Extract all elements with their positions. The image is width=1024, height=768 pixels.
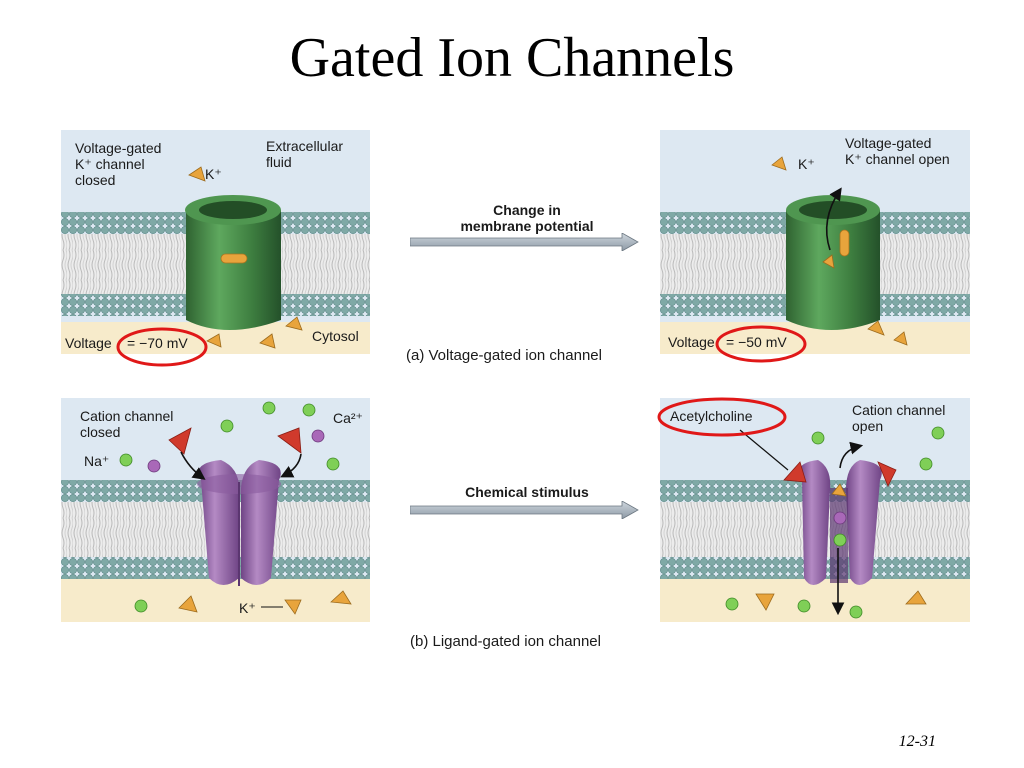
- cytosol-label: Cytosol: [312, 328, 359, 344]
- acetylcholine-label: Acetylcholine: [670, 408, 753, 424]
- ligand-gated-open-illustration: [660, 398, 970, 622]
- sodium-ions: [725, 426, 945, 619]
- ligand-gated-closed-illustration: [61, 398, 370, 622]
- potassium-ions: [178, 590, 352, 615]
- voltage-value: = −70 mV: [127, 335, 188, 351]
- panel-ligand-gated-open: Acetylcholine Cation channel open: [660, 398, 970, 622]
- channel-state-label: Cation channel open: [852, 402, 946, 434]
- caption-b: (b) Ligand-gated ion channel: [410, 633, 601, 650]
- k-ion-legend-label: K⁺: [798, 156, 815, 172]
- arrow-b-label: Chemical stimulus: [465, 484, 589, 500]
- cation-channel-open: [799, 460, 882, 585]
- ion-flow-arrow: [825, 187, 842, 251]
- voltage-gated-open-illustration: [660, 130, 970, 354]
- highlight-ring-acetylcholine: [657, 397, 787, 437]
- acetylcholine-ligands: [168, 427, 302, 455]
- voltage-sensor-icon: [839, 229, 850, 257]
- voltage-value: = −50 mV: [726, 334, 787, 350]
- arrow-a-icon: [410, 233, 639, 251]
- calcium-label: Ca²⁺: [333, 410, 363, 426]
- voltage-sensor-icon: [220, 253, 248, 264]
- slide-number: 12-31: [898, 733, 936, 750]
- k-channel-open: [786, 187, 880, 330]
- k-ion-legend-label: K⁺: [205, 166, 222, 182]
- potassium-label: K⁺: [239, 600, 256, 616]
- channel-state-label: Cation channel closed: [80, 408, 174, 440]
- voltage-gated-closed-illustration: [61, 130, 370, 354]
- arrow-b-icon: [410, 501, 639, 519]
- caption-a: (a) Voltage-gated ion channel: [406, 347, 602, 364]
- panel-voltage-gated-closed: Voltage-gated K⁺ channel closed Extracel…: [61, 130, 370, 354]
- channel-state-label: Voltage-gated K⁺ channel open: [845, 135, 950, 167]
- slide-title: Gated Ion Channels: [289, 27, 735, 89]
- channel-state-label: Voltage-gated K⁺ channel closed: [75, 140, 162, 188]
- panel-ligand-gated-closed: Cation channel closed Na⁺ Ca²⁺ K⁺: [61, 398, 370, 622]
- cation-channel-closed: [197, 460, 281, 586]
- acetylcholine-ligands: [783, 461, 897, 487]
- arrow-a-label: Change in membrane potential: [460, 202, 594, 234]
- potassium-ions: [771, 156, 908, 346]
- calcium-ions: [147, 429, 325, 473]
- k-channel-closed: [185, 195, 281, 330]
- voltage-label: Voltage: [668, 334, 715, 350]
- potassium-ions: [755, 590, 927, 611]
- panel-voltage-gated-open: K⁺ Voltage-gated K⁺ channel open Voltage…: [660, 130, 970, 354]
- highlight-ring-minus50: [715, 325, 807, 363]
- sodium-ions: [119, 401, 340, 613]
- potassium-ions: [188, 166, 303, 349]
- extracellular-label: Extracellular fluid: [266, 138, 344, 170]
- sodium-label: Na⁺: [84, 453, 110, 469]
- highlight-ring-minus70: [116, 327, 208, 367]
- voltage-label: Voltage: [65, 335, 112, 351]
